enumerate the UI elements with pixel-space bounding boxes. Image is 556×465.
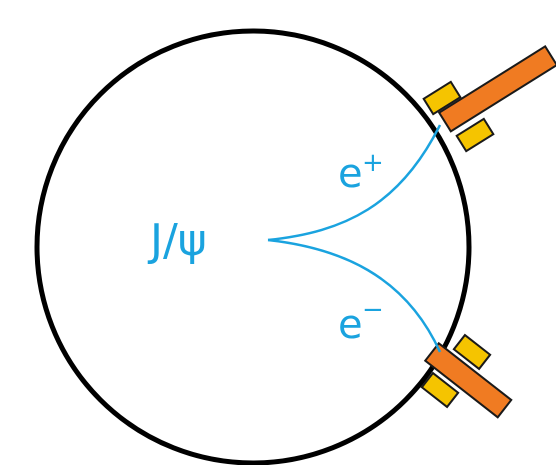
positron-label: e xyxy=(338,151,363,197)
module-arm-upper xyxy=(437,45,556,133)
module-plate-lower-inner xyxy=(420,371,460,409)
electron-charge: − xyxy=(362,295,384,325)
module-plate-upper-inner xyxy=(455,117,495,153)
detector-module-lower xyxy=(420,333,513,419)
module-arm-lower xyxy=(423,341,513,419)
electron-label: e xyxy=(338,302,363,348)
module-plate-upper-outer xyxy=(422,80,462,116)
positron-charge: + xyxy=(362,148,384,178)
detector-ring xyxy=(34,28,472,465)
particle-label: J/ψ xyxy=(147,215,207,266)
detector-module-upper xyxy=(422,45,556,153)
module-plate-lower-outer xyxy=(452,333,492,371)
positron-track xyxy=(267,124,442,242)
electron-track xyxy=(267,238,442,353)
